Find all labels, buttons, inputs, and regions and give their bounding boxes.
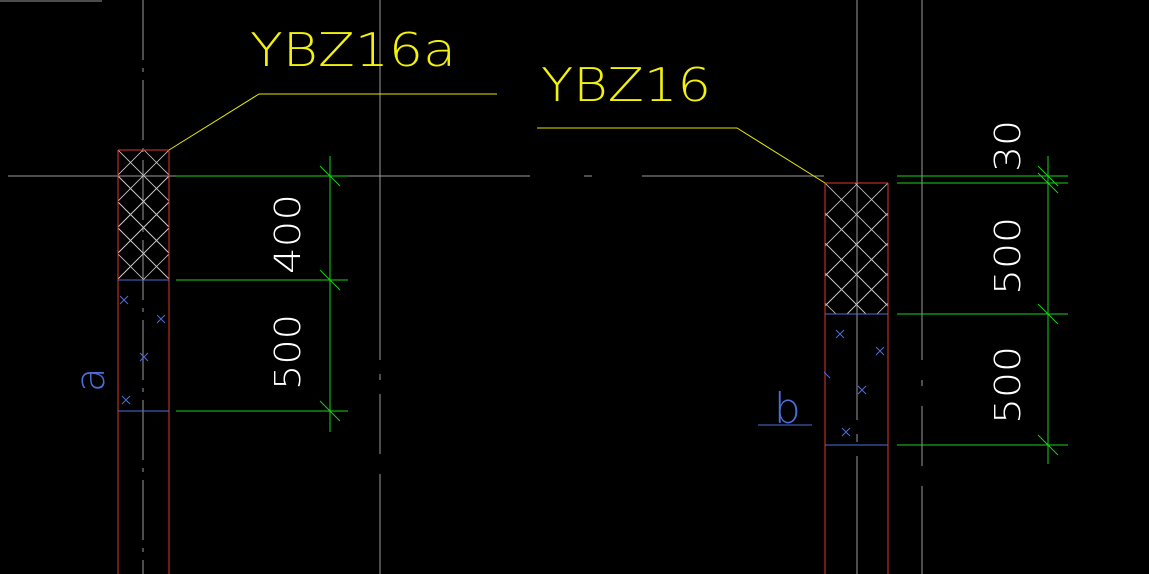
dimension-left-lower: 500 bbox=[268, 314, 309, 390]
column-outline bbox=[824, 182, 889, 574]
leader-lines bbox=[168, 93, 826, 184]
column-divider-lines bbox=[825, 313, 888, 446]
dimension-left-upper: 400 bbox=[268, 194, 309, 274]
column-ybz16a[interactable] bbox=[13, 149, 274, 574]
column-hatch-crosshatch bbox=[118, 150, 169, 280]
rebar-cross-marks bbox=[119, 295, 166, 405]
rebar-cross-marks bbox=[823, 329, 885, 437]
section-marker-a: a bbox=[68, 367, 114, 392]
leader-line-ybz16a bbox=[168, 93, 497, 151]
column-divider-lines bbox=[118, 279, 169, 412]
column-hatch-crosshatch bbox=[825, 183, 888, 314]
section-marker-b: b bbox=[774, 384, 801, 433]
dimension-lines-right bbox=[897, 156, 1068, 464]
section-marker-b-group: b bbox=[758, 384, 812, 433]
column-tag-ybz16[interactable]: YBZ16 bbox=[541, 58, 711, 112]
dimension-right-upper: 500 bbox=[988, 217, 1029, 295]
dimension-right-lower: 500 bbox=[988, 346, 1029, 424]
dimension-right-top: 30 bbox=[988, 120, 1029, 172]
dimension-lines-left bbox=[176, 156, 348, 432]
leader-line-ybz16 bbox=[537, 127, 826, 184]
column-ybz16[interactable] bbox=[727, 182, 986, 574]
axis-lines bbox=[0, 0, 923, 574]
column-outline bbox=[117, 149, 170, 574]
column-tag-ybz16a[interactable]: YBZ16a bbox=[250, 23, 456, 77]
